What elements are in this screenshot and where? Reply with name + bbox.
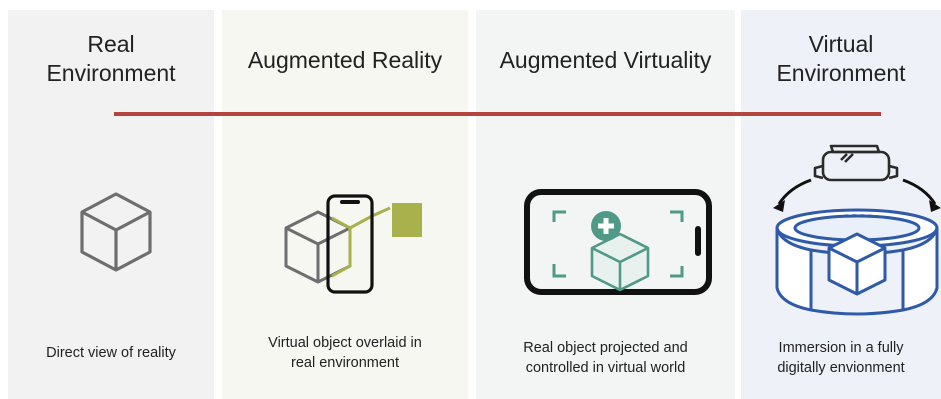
panel-caption: Immersion in a fully digitally envionmen… xyxy=(777,340,905,376)
panel-title: Virtual Environment xyxy=(776,31,906,86)
panel-real-environment: Real Environment Direct view of reality xyxy=(8,10,214,399)
panel-caption: Real object projected and controlled in … xyxy=(523,340,688,376)
panel-augmented-virtuality: Augmented Virtuality Real object project… xyxy=(476,10,735,399)
phone-with-projected-object-icon xyxy=(524,189,712,295)
panel-title: Augmented Virtuality xyxy=(499,47,712,73)
panel-augmented-reality: Augmented Reality Virtual object overlai… xyxy=(222,10,468,399)
cube-icon xyxy=(80,192,152,272)
panel-title: Augmented Reality xyxy=(247,47,443,73)
panel-virtual-environment: Virtual Environment xyxy=(741,10,941,399)
vr-headset-immersion-icon xyxy=(773,144,941,316)
panel-caption: Direct view of reality xyxy=(46,345,176,361)
panel-caption: Virtual object overlaid in real environm… xyxy=(268,335,422,371)
divider-line xyxy=(114,112,881,116)
phone-with-virtual-object-icon xyxy=(284,194,422,294)
panel-title: Real Environment xyxy=(46,31,176,86)
